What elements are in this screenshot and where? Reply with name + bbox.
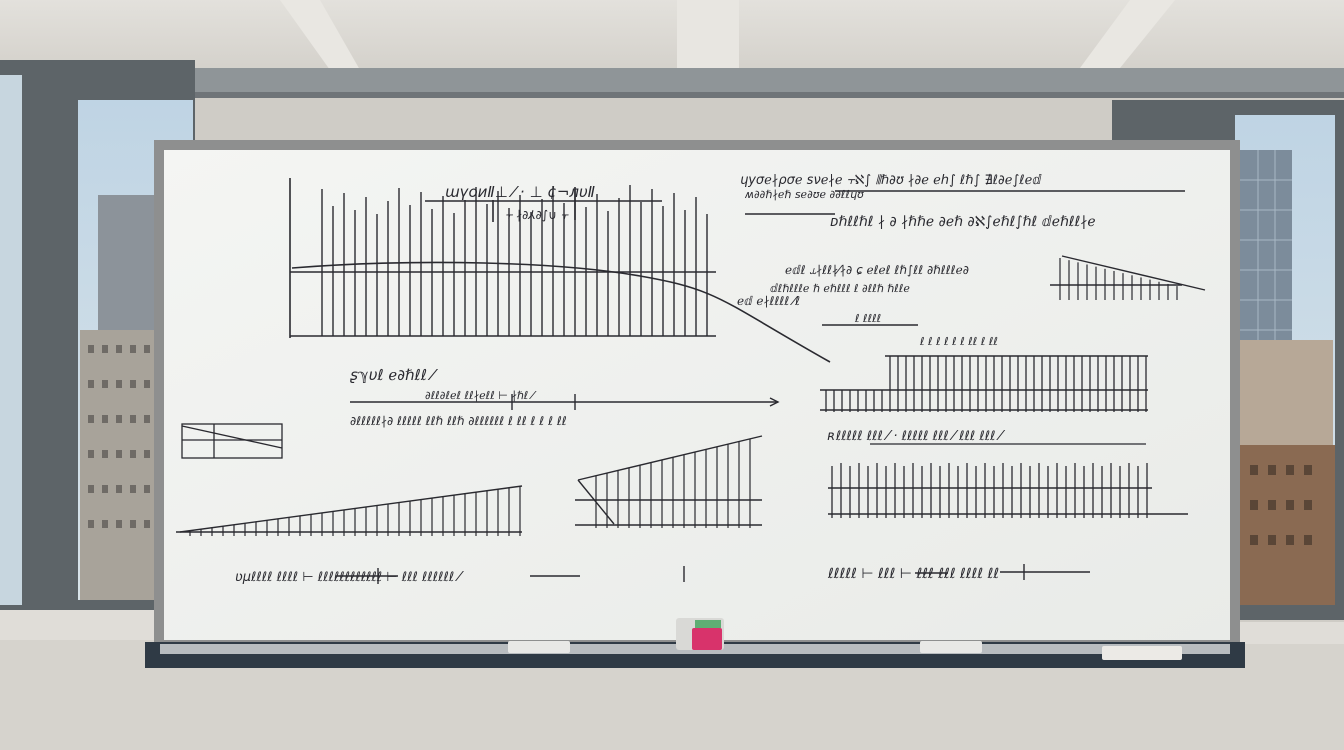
center-triangle-lines — [595, 438, 751, 528]
ceiling-rail-shade — [50, 92, 1344, 100]
small-box-diagram — [181, 423, 283, 459]
right-chart-1 — [820, 355, 1148, 411]
mid-right-note-1: ℯⅆℓ ⥿∤ℓℓ∤⁄∤∂ ɕ ℯℓℯℓ ℓℏ∫ℓℓ ∂ℏℓℓℓℯ∂ — [785, 263, 969, 277]
eraser — [508, 641, 570, 653]
right-chart-2 — [828, 487, 1188, 515]
right-window-sill — [1230, 622, 1344, 644]
top-left-vertical-lines — [321, 185, 708, 336]
mid-right-diagram — [1050, 255, 1206, 291]
mid-left-note: ℯⅆ ℯ∤ℓℓℓℓ ⁄ℓ — [737, 294, 800, 308]
magnet-label — [695, 620, 721, 628]
right-dots: ℓ ℓ ℓ ℓ ℓ ℓ ℓℓ ℓ ℓℓ — [919, 335, 998, 348]
bottom-left-caption: ʋμℓℓℓℓ ℓℓℓℓ ⊢ ℓℓℓℓℓℓℓℓℓℓℓℓ ⊢ ℓℓℓ ℓℓℓℓℓℓ … — [235, 570, 464, 585]
top-left-title: ɯүоиⅡ⊥ ⁄ · ⊥ ¢¬лυⅡ — [445, 183, 595, 201]
building-left-block — [80, 330, 160, 600]
whiteboard-surface — [164, 150, 1230, 640]
building-right-windows — [1250, 465, 1312, 545]
mid-right-vertical-lines — [1059, 258, 1178, 300]
top-right-line-1: ɥуσℯ∤ρσℯ ꜱνℯ∤ℯ ⫟ℵ∫ ⦀ℏ∂ʊ ∤∂ℯ ℯℎ∫ ℓℏ∫ ∄ℓ∂ℯ… — [740, 173, 1042, 188]
mid-label: ʂℽυℓ ℯ∂ℏℓℓ ⁄ — [349, 366, 439, 384]
bottom-left-wedge-lines — [189, 486, 521, 536]
right-chart-2-lines — [831, 463, 1148, 518]
right-small-note: ℓ ℓℓℓℓ — [854, 312, 881, 325]
right-bar-label: ʀℓℓℓℓℓ ℓℓℓ ⁄ · ℓℓℓℓℓ ℓℓℓ ⁄ ℓℓℓ ℓℓℓ ⁄ — [827, 429, 1006, 444]
bottom-right-caption: ℓℓℓℓℓ ⊢ ℓℓℓ ⊢ ℓℓℓ ℓℓℓ ℓℓℓℓ ℓℓ — [827, 566, 999, 582]
top-right-line-2: ʍ∂∂ℏ∤ℯℏ ꜱℯ∂ʊℯ ∂∂ℓℓɥʊ — [744, 188, 864, 201]
mid-axis-text: ∂ℓℓ∂ℓℯℓ ℓℓ∤ℯℓℓ ⊢ ∤ℏℓ ⁄ — [425, 389, 537, 402]
ceiling-beam-center — [677, 0, 739, 72]
right-chart-1-lines — [825, 356, 1147, 412]
left-window-glass-side — [0, 75, 22, 605]
top-left-subtitle: ⫟ ∤∂⅄∂∫∪ ⫟ — [505, 208, 570, 222]
left-window-sill — [0, 610, 160, 640]
bottom-right-caption-lines — [915, 564, 1090, 580]
top-right-line-3: ᴅℏℓℓℏℓ ∤ ∂ ∤ℏℏℯ ∂ℯℏ ∂ℵ∫ℯℏℓ∫ℏℓ ⅆℯℏℓℓ∤ℯ — [830, 214, 1096, 230]
bottom-left-caption-lines — [336, 566, 685, 584]
eraser-far-right — [1102, 646, 1182, 660]
mid-right-note-2: ⅆℓℏℓℓℓℯ ℏ ℯℏℓℓℓ ℓ ∂ℓℓℏ ℏℓℓℯ — [770, 282, 910, 295]
building-left-windows — [88, 345, 150, 528]
mid-caption: ∂ℓℓℓℓℓ∤∂ ℓℓℓℓℓ ℓℓℏ ℓℓℏ ∂ℓℓℓℓℓℓ ℓ ℓℓ ℓ ℓ … — [350, 414, 567, 428]
ceiling-beam-left — [280, 0, 360, 70]
ceiling-beam-right — [1080, 0, 1175, 68]
eraser-right — [920, 641, 982, 653]
mid-axis — [350, 394, 780, 410]
building-right-block — [1238, 340, 1333, 450]
pink-magnet — [692, 628, 722, 650]
